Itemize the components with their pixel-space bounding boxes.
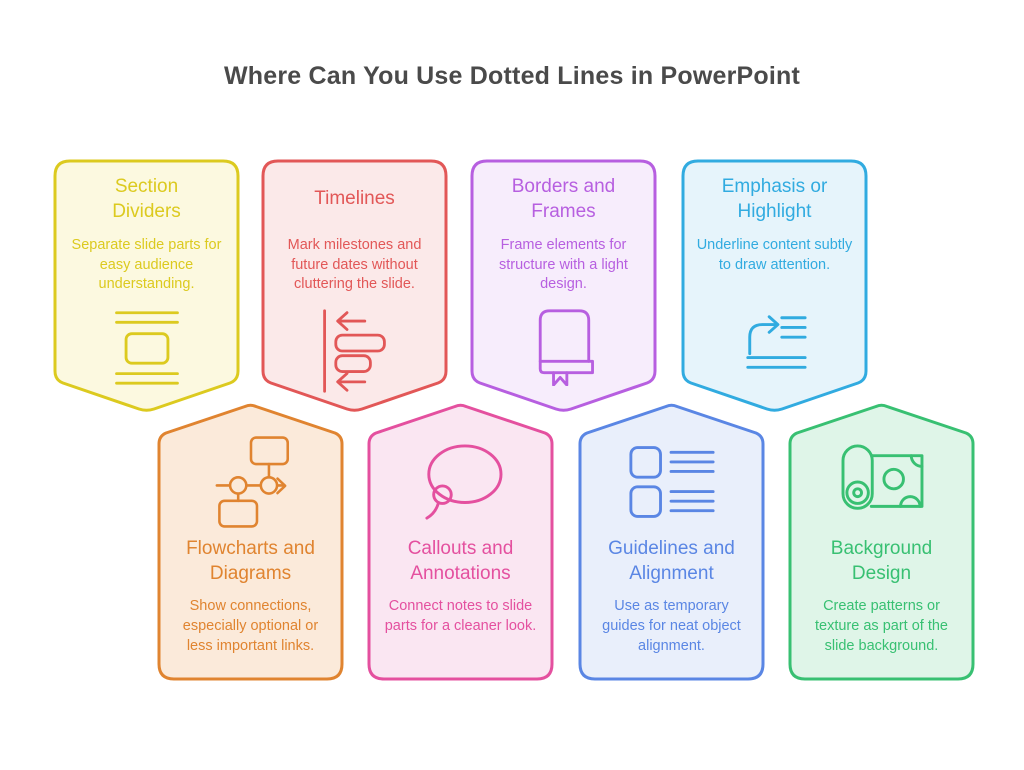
checklist-icon	[628, 446, 715, 518]
card-description: Show connections, especially optional or…	[182, 598, 319, 654]
card-emphasis-highlight: Emphasis or Highlight Underline content …	[681, 159, 868, 413]
card-shape	[53, 159, 240, 412]
card-section-dividers: Section Dividers Separate slide parts fo…	[53, 159, 240, 413]
card-timelines: Timelines Mark milestones and future dat…	[261, 159, 448, 413]
redirect-list-icon	[745, 315, 807, 369]
section-divider-icon	[114, 311, 179, 385]
card-shape	[681, 159, 868, 412]
card-title: Callouts and Annotations	[407, 538, 514, 585]
card-title: Emphasis or Highlight	[721, 175, 828, 222]
card-shape	[157, 403, 344, 681]
card-title: Section Dividers	[112, 175, 181, 222]
book-icon	[538, 309, 594, 387]
card-shape	[470, 159, 657, 412]
card-title: Borders and Frames	[511, 175, 616, 222]
card-shape	[578, 403, 765, 681]
card-borders-frames: Borders and Frames Frame elements for st…	[470, 159, 657, 413]
card-description: Separate slide parts for easy audience u…	[71, 237, 222, 293]
flowchart-icon	[215, 436, 289, 528]
card-description: Underline content subtly to draw attenti…	[696, 237, 853, 273]
card-description: Use as temporary guides for neat object …	[602, 598, 741, 654]
card-description: Create patterns or texture as part of th…	[815, 598, 948, 654]
card-description: Mark milestones and future dates without…	[287, 237, 422, 293]
card-shape	[261, 159, 448, 412]
timeline-icon	[323, 309, 386, 393]
card-description: Frame elements for structure with a ligh…	[499, 237, 628, 293]
callout-icon	[424, 444, 502, 520]
card-title: Timelines	[314, 188, 395, 210]
card-flowcharts-diagrams: Flowcharts and Diagrams Show connections…	[157, 403, 344, 682]
card-callouts-annotations: Callouts and Annotations Connect notes t…	[367, 403, 554, 682]
card-background-design: Background Design Create patterns or tex…	[788, 403, 975, 682]
card-title: Flowcharts and Diagrams	[186, 538, 315, 585]
card-guidelines-alignment: Guidelines and Alignment Use as temporar…	[578, 403, 765, 682]
card-description: Connect notes to slide parts for a clean…	[384, 598, 537, 634]
card-shape	[367, 403, 554, 681]
card-shape	[788, 403, 975, 681]
page-title: Where Can You Use Dotted Lines in PowerP…	[224, 62, 800, 90]
wallpaper-roll-icon	[841, 444, 923, 510]
card-title: Background Design	[830, 538, 933, 585]
card-title: Guidelines and Alignment	[608, 538, 735, 585]
